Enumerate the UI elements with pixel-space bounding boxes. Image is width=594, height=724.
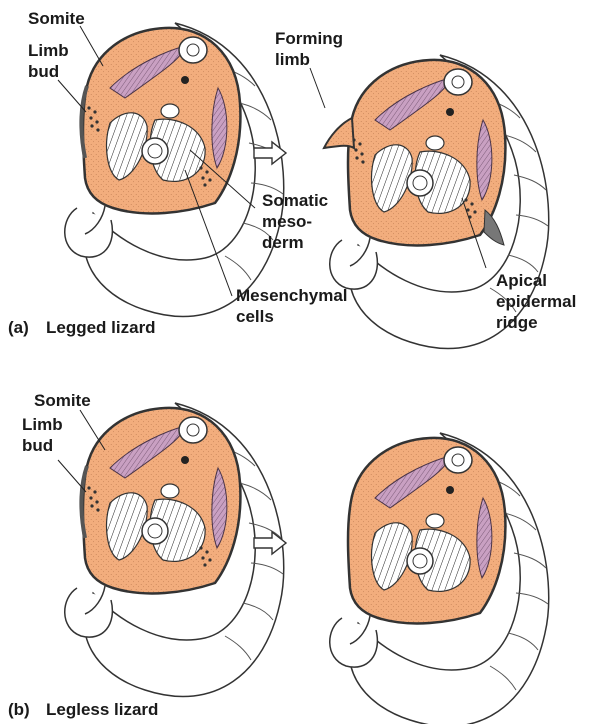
embryo-a-early	[65, 23, 284, 317]
caption-b: (b)Legless lizard	[8, 700, 158, 720]
label-somite-b: Somite	[34, 390, 91, 411]
label-apical-ridge: Apical epidermal ridge	[496, 270, 576, 333]
label-forming-limb: Forming limb	[275, 28, 343, 70]
label-limb-bud-b: Limb bud	[22, 414, 63, 456]
caption-a-letter: (a)	[8, 318, 46, 338]
caption-a: (a)Legged lizard	[8, 318, 156, 338]
label-somite-a: Somite	[28, 8, 85, 29]
caption-a-text: Legged lizard	[46, 318, 156, 337]
embryo-b-late	[330, 433, 549, 724]
embryo-b-early	[65, 403, 284, 697]
caption-b-letter: (b)	[8, 700, 46, 720]
label-mesenchymal-cells: Mesenchymal cells	[236, 285, 348, 327]
label-somatic-mesoderm: Somatic meso- derm	[262, 190, 328, 253]
label-limb-bud-a: Limb bud	[28, 40, 69, 82]
caption-b-text: Legless lizard	[46, 700, 158, 719]
